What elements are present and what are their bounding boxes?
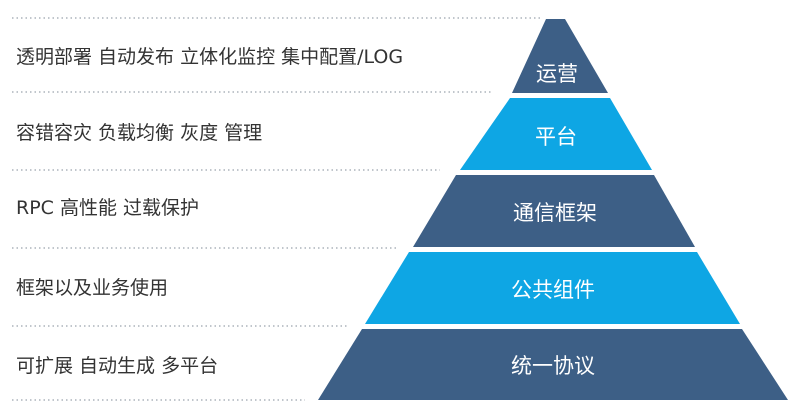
pyramid-layer-pingtai — [460, 98, 652, 170]
layer-description-yunying: 透明部署 自动发布 立体化监控 集中配置/LOG — [16, 46, 404, 68]
layer-description-gonggong: 框架以及业务使用 — [16, 277, 169, 299]
layer-description-tongxin: RPC 高性能 过载保护 — [16, 197, 200, 219]
layer-label-gonggong: 公共组件 — [511, 278, 595, 302]
layer-label-yunying: 运营 — [536, 62, 578, 86]
layer-description-pingtai: 容错容灾 负载均衡 灰度 管理 — [16, 122, 263, 144]
pyramid-layer-tongxin — [413, 175, 695, 247]
layer-description-xieyi: 可扩展 自动生成 多平台 — [16, 355, 219, 377]
pyramid-layer-gonggong — [365, 252, 740, 324]
layer-label-xieyi: 统一协议 — [511, 354, 595, 378]
layer-label-tongxin: 通信框架 — [513, 201, 597, 225]
pyramid-layer-xieyi — [318, 329, 788, 400]
pyramid-layer-yunying — [512, 19, 608, 93]
layer-label-pingtai: 平台 — [535, 125, 577, 149]
